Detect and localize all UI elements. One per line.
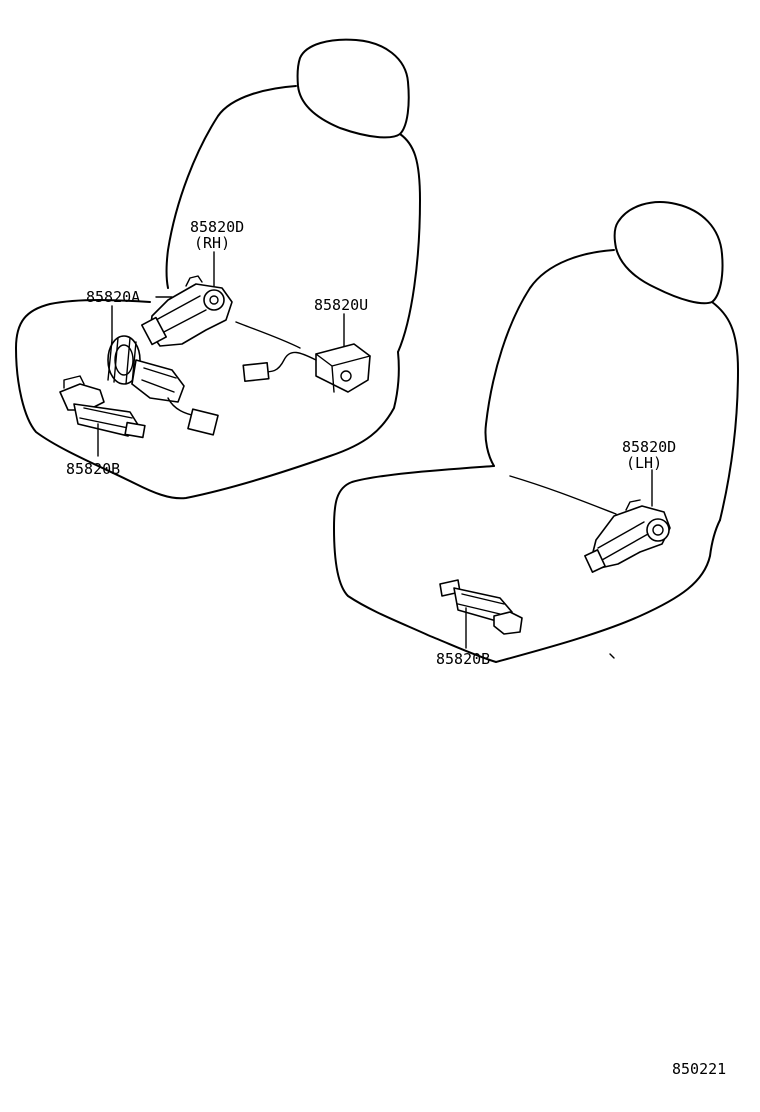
rh-lifter-motor (107, 335, 219, 436)
label-motor-a: 85820A (86, 288, 140, 306)
lh-recliner-motor (584, 499, 671, 573)
rh-slide-motor (59, 375, 146, 439)
label-rh-slide: 85820B (66, 460, 120, 478)
rh-recliner-motor (140, 275, 233, 347)
seat-ecu (242, 343, 371, 393)
lh-seat-outline (333, 201, 739, 663)
part-labels: 85820D (RH) 85820A 85820U 85820B 85820D … (66, 218, 726, 1078)
label-lh-side: (LH) (626, 454, 662, 472)
lh-slide-motor (439, 579, 523, 635)
rh-seat-outline (15, 38, 421, 500)
leader-lines (97, 251, 653, 649)
label-lh-motor: 85820D (622, 438, 676, 456)
label-rh-motor: 85820D (190, 218, 244, 236)
figure-code: 850221 (672, 1060, 726, 1078)
label-ecu: 85820U (314, 296, 368, 314)
label-lh-slide: 85820B (436, 650, 490, 668)
label-rh-side: (RH) (194, 234, 230, 252)
